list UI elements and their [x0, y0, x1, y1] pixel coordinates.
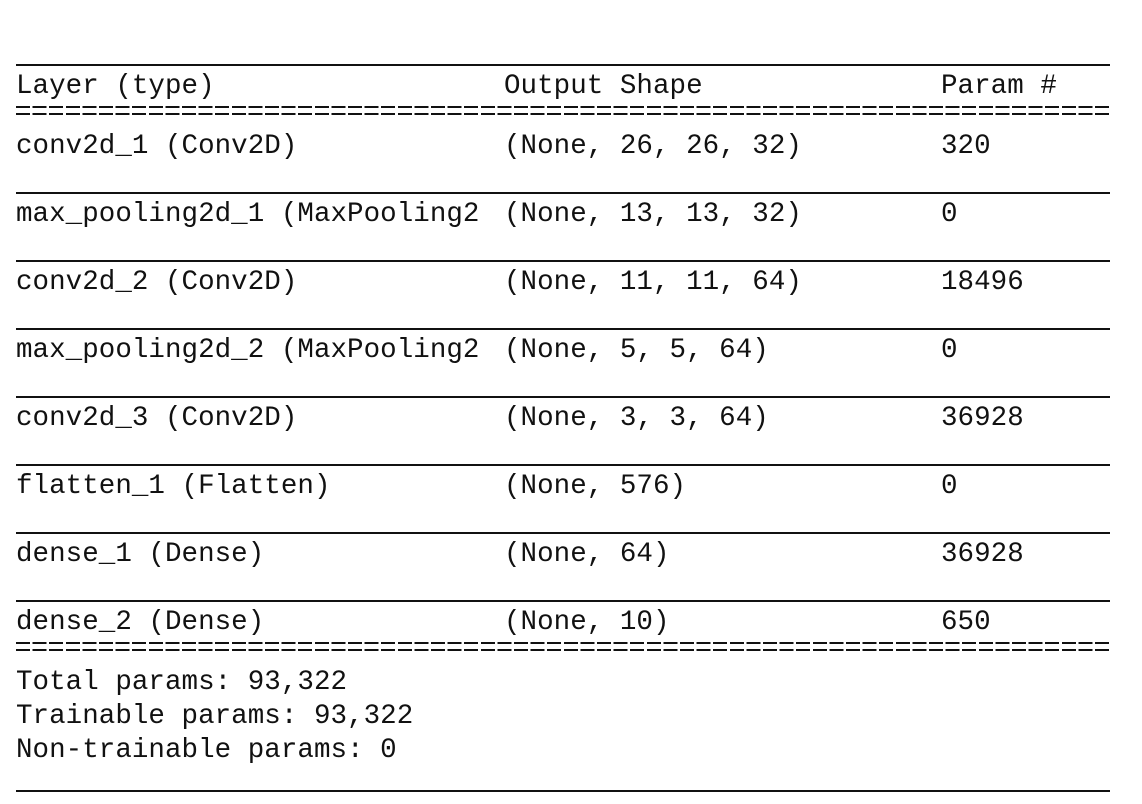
layer-name: dense_1 (Dense) — [16, 539, 265, 570]
layer-name: conv2d_3 (Conv2D) — [16, 403, 298, 434]
table-row: conv2d_2 (Conv2D) (None, 11, 11, 64) 184… — [16, 266, 1110, 300]
row-separator — [16, 572, 1110, 606]
table-row: dense_1 (Dense) (None, 64) 36928 — [16, 538, 1110, 572]
header-output-shape: Output Shape — [504, 71, 703, 102]
table-row: conv2d_3 (Conv2D) (None, 3, 3, 64) 36928 — [16, 402, 1110, 436]
table-row: dense_2 (Dense) (None, 10) 650 — [16, 606, 1110, 640]
layer-shape: (None, 5, 5, 64) — [504, 335, 769, 366]
table-row: conv2d_1 (Conv2D) (None, 26, 26, 32) 320 — [16, 130, 1110, 164]
row-separator — [16, 504, 1110, 538]
table-row: max_pooling2d_1 (MaxPooling2 (None, 13, … — [16, 198, 1110, 232]
non-trainable-params: Non-trainable params: 0 — [16, 735, 397, 766]
layer-shape: (None, 26, 26, 32) — [504, 131, 802, 162]
layer-shape: (None, 13, 13, 32) — [504, 199, 802, 230]
table-row: max_pooling2d_2 (MaxPooling2 (None, 5, 5… — [16, 334, 1110, 368]
layer-name: flatten_1 (Flatten) — [16, 471, 331, 502]
header-layer: Layer (type) — [16, 71, 215, 102]
trainable-params: Trainable params: 93,322 — [16, 701, 414, 732]
total-params: Total params: 93,322 — [16, 667, 348, 698]
layer-name: dense_2 (Dense) — [16, 607, 265, 638]
layer-name: conv2d_2 (Conv2D) — [16, 267, 298, 298]
header-separator — [16, 104, 1110, 130]
layer-params: 0 — [941, 471, 958, 502]
model-summary: Layer (type) Output Shape Param # conv2d… — [16, 36, 1110, 768]
layer-params: 0 — [941, 335, 958, 366]
layer-params: 320 — [941, 131, 991, 162]
totals-block: Total params: 93,322 Trainable params: 9… — [16, 666, 1110, 768]
layer-params: 650 — [941, 607, 991, 638]
row-separator — [16, 436, 1110, 470]
layer-name: conv2d_1 (Conv2D) — [16, 131, 298, 162]
layer-name: max_pooling2d_1 (MaxPooling2 — [16, 199, 480, 230]
table-row: flatten_1 (Flatten) (None, 576) 0 — [16, 470, 1110, 504]
layer-shape: (None, 3, 3, 64) — [504, 403, 769, 434]
layer-shape: (None, 576) — [504, 471, 687, 502]
layer-shape: (None, 11, 11, 64) — [504, 267, 802, 298]
layer-name: max_pooling2d_2 (MaxPooling2 — [16, 335, 480, 366]
header-row: Layer (type) Output Shape Param # — [16, 70, 1110, 104]
totals-separator — [16, 640, 1110, 666]
row-separator — [16, 368, 1110, 402]
row-separator — [16, 164, 1110, 198]
layer-params: 36928 — [941, 539, 1024, 570]
header-param: Param # — [941, 71, 1057, 102]
layer-shape: (None, 10) — [504, 607, 670, 638]
row-separator — [16, 300, 1110, 334]
top-rule — [16, 36, 1110, 70]
layer-params: 0 — [941, 199, 958, 230]
layer-params: 18496 — [941, 267, 1024, 298]
layer-params: 36928 — [941, 403, 1024, 434]
row-separator — [16, 232, 1110, 266]
bottom-rule — [16, 790, 1110, 792]
layer-shape: (None, 64) — [504, 539, 670, 570]
